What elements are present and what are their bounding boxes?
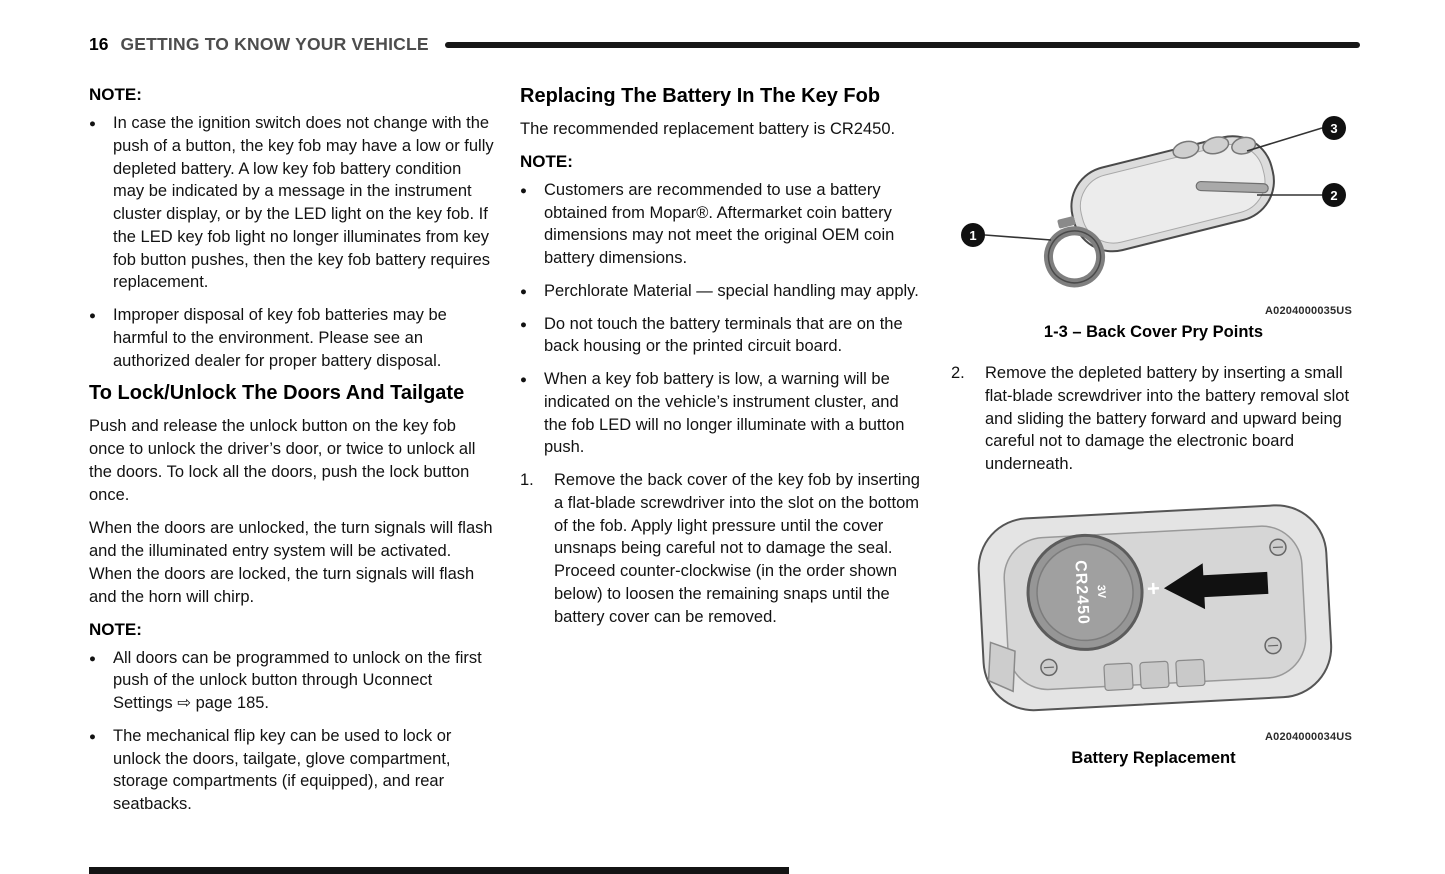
bullet-text: The mechanical flip key can be used to l… (113, 726, 452, 814)
figure-battery-replacement: CR2450 3V + A0204000034US Battery Replac… (951, 494, 1356, 768)
figure-caption: Battery Replacement (1071, 748, 1236, 767)
bullet-icon (520, 280, 544, 303)
callout-3-badge (1322, 116, 1346, 140)
battery-plus-mark: + (1146, 575, 1160, 601)
callout-1-number: 1 (969, 228, 976, 243)
numbered-step: 2. Remove the depleted battery by insert… (951, 362, 1356, 476)
bullet-text: In case the ignition switch does not cha… (113, 114, 494, 292)
callout-1-badge (961, 223, 985, 247)
bullet-icon (89, 304, 113, 372)
section-heading-replacing-battery: Replacing The Battery In The Key Fob (520, 85, 881, 107)
step-text: Remove the back cover of the key fob by … (554, 471, 920, 626)
note-label: NOTE: (89, 85, 142, 104)
paragraph: The recommended replacement battery is C… (520, 120, 896, 138)
step-number: 1. (520, 471, 534, 490)
manual-page: 16 GETTING TO KNOW YOUR VEHICLE NOTE: In… (0, 0, 1445, 826)
bullet-text: Do not touch the battery terminals that … (544, 314, 903, 356)
list-item: In case the ignition switch does not cha… (89, 112, 494, 294)
list-item: The mechanical flip key can be used to l… (89, 725, 494, 816)
figure-code: A0204000035US (1264, 305, 1352, 317)
header-rule (444, 41, 1360, 48)
battery-voltage: 3V (1095, 584, 1108, 599)
bullet-icon (520, 313, 544, 359)
bullet-text: Customers are recommended to use a batte… (544, 180, 895, 268)
list-item: Improper disposal of key fob batteries m… (89, 304, 494, 372)
note-label: NOTE: (89, 619, 142, 639)
battery-replacement-illustration: CR2450 3V + (977, 504, 1333, 712)
list-item: Customers are recommended to use a batte… (520, 179, 925, 270)
bullet-icon (89, 112, 113, 294)
list-item: Perchlorate Material — special handling … (520, 280, 925, 303)
column-1: NOTE: In case the ignition switch does n… (89, 83, 494, 826)
content-columns: NOTE: In case the ignition switch does n… (89, 83, 1360, 826)
direction-arrow-icon (1163, 563, 1269, 609)
step-text: Remove the depleted battery by inserting… (985, 364, 1350, 474)
bullet-icon (520, 179, 544, 270)
paragraph: Push and release the unlock button on th… (89, 417, 476, 504)
bullet-text: When a key fob battery is low, a warning… (544, 370, 905, 457)
figure-code: A0204000034US (1264, 730, 1352, 743)
bullet-icon (89, 647, 113, 715)
page-number: 16 (89, 34, 109, 54)
bullet-text: All doors can be programmed to unlock on… (113, 648, 482, 713)
callout-3-number: 3 (1330, 121, 1337, 136)
numbered-step: 1. Remove the back cover of the key fob … (520, 469, 925, 628)
section-heading-lock-unlock: To Lock/Unlock The Doors And Tailgate (89, 382, 465, 405)
figure-back-cover-pry-points: 1 3 2 A0204000035US 1-3 – Back Cover Pry… (951, 83, 1356, 342)
list-item: Do not touch the battery terminals that … (520, 313, 925, 359)
callout-2-number: 2 (1330, 188, 1337, 203)
callout-2-badge (1322, 183, 1346, 207)
list-item: When a key fob battery is low, a warning… (520, 368, 925, 459)
page-header: 16 GETTING TO KNOW YOUR VEHICLE (89, 34, 1360, 55)
keyfob-back-illustration: 1 3 2 (961, 116, 1346, 288)
column-3: 1 3 2 A0204000035US 1-3 – Back Cover Pry… (951, 83, 1356, 826)
figure-caption: 1-3 – Back Cover Pry Points (1043, 323, 1264, 341)
note-label: NOTE: (520, 151, 573, 171)
bullet-text: Improper disposal of key fob batteries m… (113, 306, 447, 370)
step-number: 2. (951, 364, 965, 382)
paragraph: When the doors are unlocked, the turn si… (89, 519, 493, 606)
page-bottom-edge (89, 867, 789, 874)
bullet-icon (89, 725, 113, 816)
bullet-icon (520, 368, 544, 459)
bullet-text: Perchlorate Material — special handling … (544, 281, 919, 300)
list-item: All doors can be programmed to unlock on… (89, 647, 494, 715)
battery-label: CR2450 (1071, 560, 1091, 626)
section-title: GETTING TO KNOW YOUR VEHICLE (120, 34, 429, 54)
column-2: Replacing The Battery In The Key Fob The… (520, 83, 925, 826)
